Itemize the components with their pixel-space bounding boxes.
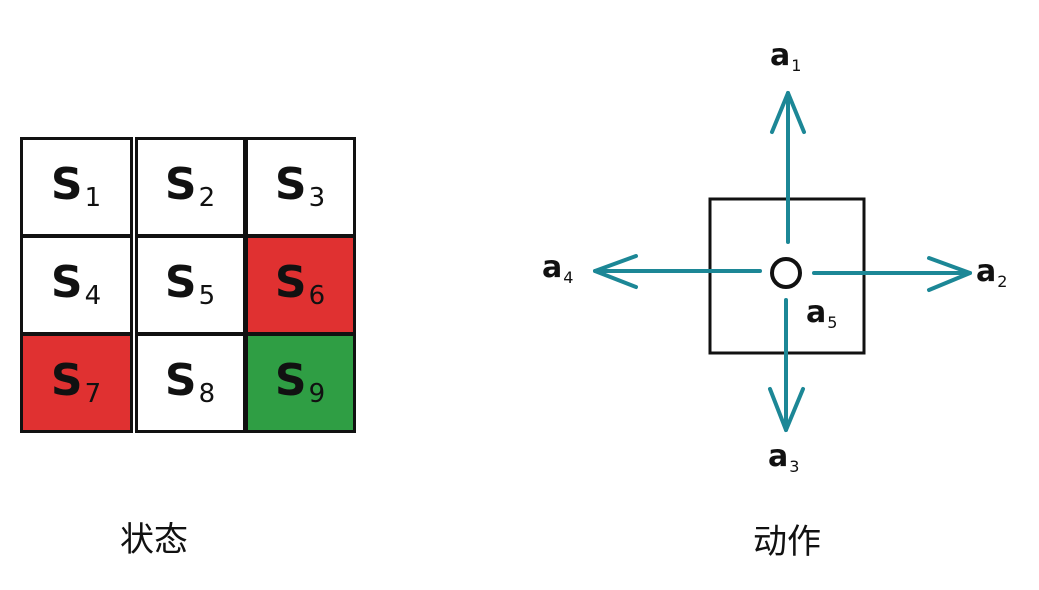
state-label-main: S [164,159,198,210]
state-label-subscript: 6 [308,281,327,311]
state-label-subscript: 9 [308,379,327,409]
action-label-a1: a1 [770,41,801,74]
state-cell-s8: S8 [135,333,246,433]
state-label-s1: S1 [51,163,103,213]
state-label-main: S [164,257,198,308]
states-caption: 状态 [120,520,188,560]
agent-cell-box [708,197,866,355]
state-label-subscript: 2 [198,183,217,213]
arrow-left [593,254,762,289]
state-label-main: S [164,355,198,406]
state-cell-s2: S2 [135,137,246,237]
state-cell-s6: S6 [245,235,356,335]
action-label-a3: a3 [768,442,799,475]
state-label-main: S [274,257,308,308]
action-label-a2: a2 [976,257,1007,290]
actions-caption: 动作 [753,522,821,562]
state-cell-s9: S9 [245,333,356,433]
action-label-subscript: 4 [563,268,574,287]
state-label-main: S [274,355,308,406]
action-label-main: a [768,439,789,474]
state-label-main: S [50,159,84,210]
state-label-s6: S6 [275,261,327,311]
state-label-subscript: 7 [84,379,103,409]
state-grid: S1 S2 S3 S4 S5 S6 S7 S8 S9 [20,137,356,433]
stay-action-circle [770,257,802,289]
state-label-main: S [274,159,308,210]
state-label-s9: S9 [275,359,327,409]
state-label-main: S [50,257,84,308]
state-label-subscript: 5 [198,281,217,311]
state-label-subscript: 8 [198,379,217,409]
arrow-right [812,256,972,292]
action-label-subscript: 5 [827,313,838,332]
action-label-main: a [770,38,791,73]
action-label-a4: a4 [542,253,573,286]
action-label-subscript: 2 [997,272,1008,291]
state-label-s4: S4 [51,261,103,311]
state-cell-s5: S5 [135,235,246,335]
state-cell-s4: S4 [20,235,133,335]
state-label-s8: S8 [165,359,217,409]
action-label-main: a [542,250,563,285]
state-label-subscript: 1 [84,183,103,213]
state-cell-s3: S3 [245,137,356,237]
state-cell-s7: S7 [20,333,133,433]
action-label-subscript: 1 [791,56,802,75]
action-label-main: a [806,295,827,330]
state-label-subscript: 4 [84,281,103,311]
state-label-main: S [50,355,84,406]
action-label-main: a [976,254,997,289]
arrow-up [770,91,806,244]
state-label-s3: S3 [275,163,327,213]
arrow-down [768,298,805,432]
state-label-subscript: 3 [308,183,327,213]
state-label-s5: S5 [165,261,217,311]
action-label-subscript: 3 [789,457,800,476]
state-cell-s1: S1 [20,137,133,237]
state-label-s7: S7 [51,359,103,409]
action-label-a5: a5 [806,298,837,331]
state-label-s2: S2 [165,163,217,213]
